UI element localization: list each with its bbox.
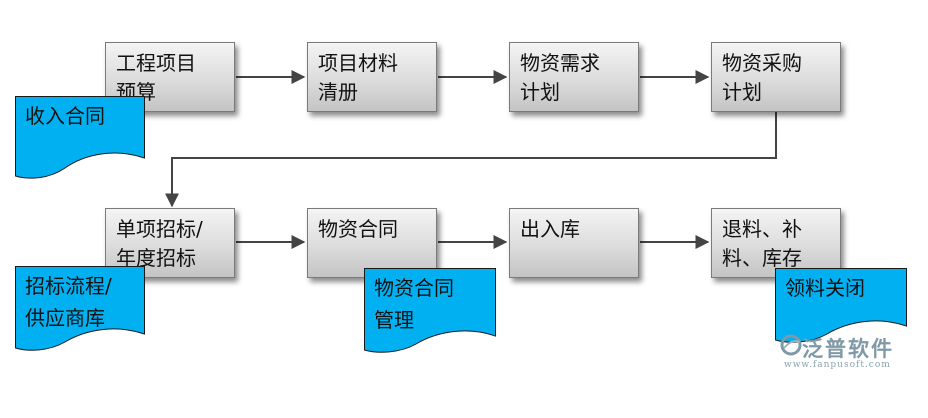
document-note-income-contract: 收入合同: [15, 96, 145, 182]
note-label: 领料关闭: [785, 276, 865, 300]
brand-swirl-icon: [780, 334, 802, 356]
process-box-material-contract: 物资合同: [307, 208, 437, 278]
watermark-logo: 泛普软件 www.fanpusoft.com: [780, 332, 920, 372]
document-shape-icon: [775, 268, 907, 343]
document-note-contract-management: 物资合同 管理: [364, 268, 496, 354]
document-shape-icon: [15, 266, 145, 351]
process-box-material-list: 项目材料 清册: [307, 42, 437, 112]
process-box-project-budget: 工程项目 预算: [105, 42, 235, 112]
arrow-b4-b5: [165, 112, 777, 208]
watermark-brand: 泛普软件: [802, 337, 894, 361]
document-shape-icon: [364, 268, 496, 353]
document-shape-icon: [15, 96, 145, 179]
note-label: 招标流程/ 供应商库: [25, 274, 112, 330]
document-note-tender-process: 招标流程/ 供应商库: [15, 266, 145, 352]
process-box-warehouse-io: 出入库: [509, 208, 639, 278]
process-box-demand-plan: 物资需求 计划: [509, 42, 639, 112]
note-label: 物资合同 管理: [374, 276, 454, 332]
note-label: 收入合同: [25, 104, 105, 128]
watermark-url: www.fanpusoft.com: [784, 360, 891, 370]
document-note-material-close: 领料关闭: [775, 268, 907, 350]
process-box-purchase-plan: 物资采购 计划: [711, 42, 841, 112]
